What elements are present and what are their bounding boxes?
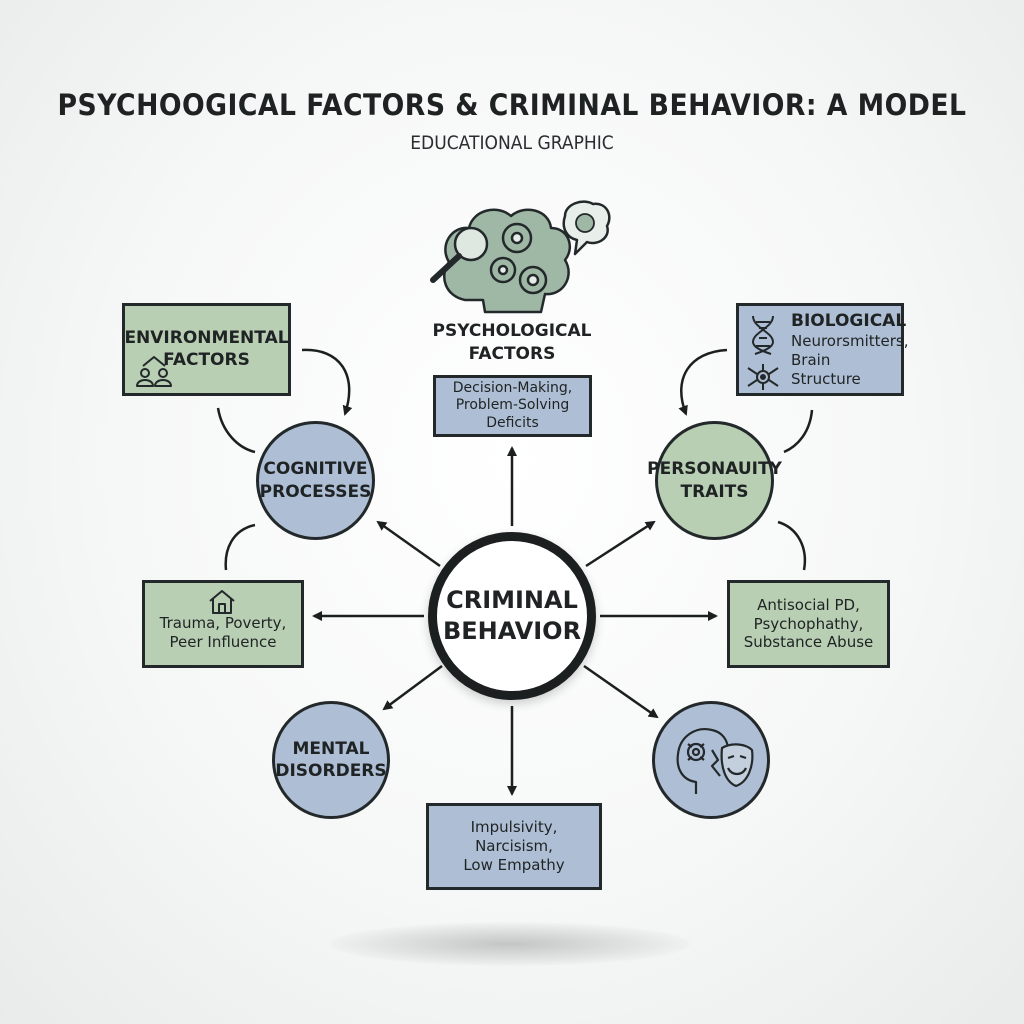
cognitive-line2: PROCESSES [259,481,372,502]
criminal-behavior-center-node: CRIMINAL BEHAVIOR [428,532,596,700]
head-and-theatre-masks-icon [676,728,754,794]
mental-disorders-circle: MENTAL DISORDERS [272,701,390,819]
personality-traits-circle: PERSONAUITY TRAITS [647,421,782,540]
curve-biological-personality [783,409,814,454]
dna-icon [751,315,775,355]
house-icon [209,590,235,614]
neuron-icon [747,364,779,390]
psychological-line1: Decision-Making, [452,379,573,396]
brain-gears-magnifier-icon [430,200,611,314]
ground-shadow [330,922,690,966]
personality-line1: PERSONAUITY [647,459,782,480]
biological-heading: BIOLOGICAL [791,310,907,331]
curve-biological-to-personality [678,348,728,416]
diagram-subtitle: EDUCATIONAL GRAPHIC [410,132,614,154]
arrow-to-personality [585,520,656,568]
curve-environmental-cognitive [216,407,256,454]
biological-line1: Neurorsmitters, [791,332,909,350]
psychological-heading-line1: PSYCHOLOGICAL [432,321,592,341]
diagram-title: PSYCHOOGICAL FACTORS & CRIMINAL BEHAVIOR… [57,88,967,122]
environmental-factors-box: ENVIRONMENTAL FACTORS [122,303,291,396]
psychological-line2: Problem-Solving Deficits [455,397,570,431]
antisocial-line1: Antisocial PD, [757,595,860,614]
arrow-to-cognitive [376,520,441,568]
psychological-heading: PSYCHOLOGICAL FACTORS [412,320,612,366]
antisocial-line2: Psychophathy, [753,614,864,633]
cognitive-line1: COGNITIVE [263,459,368,480]
impulsivity-line3: Low Empathy [463,855,565,874]
antisocial-box: Antisocial PD, Psychophathy, Substance A… [727,580,890,668]
cognitive-processes-circle: COGNITIVE PROCESSES [256,421,375,540]
impulsivity-line2: Narcisism, [475,837,553,856]
antisocial-line3: Substance Abuse [743,633,874,652]
arrow-to-masks [583,664,659,719]
personality-line2: TRAITS [680,481,749,502]
mental-line2: DISORDERS [275,761,387,781]
biological-box: BIOLOGICAL Neurorsmitters, Brain Structu… [736,303,908,396]
biological-line2: Brain Structure [791,350,861,388]
psychological-factors-box: Decision-Making, Problem-Solving Deficit… [433,375,592,437]
center-line2: BEHAVIOR [442,617,582,645]
environmental-line1: ENVIRONMENTAL [124,328,289,349]
center-line1: CRIMINAL [446,585,578,614]
environmental-line2: FACTORS [163,349,250,370]
curve-cognitive-trauma [224,523,256,571]
trauma-line2: Peer Influence [169,633,277,651]
impulsivity-box: Impulsivity, Narcisism, Low Empathy [426,803,602,890]
mental-line1: MENTAL [292,738,370,759]
masks-circle [652,701,770,819]
trauma-poverty-box: Trauma, Poverty, Peer Influence [142,580,304,668]
arrow-to-mental [382,664,443,711]
curve-personality-antisocial [777,520,807,571]
trauma-line1: Trauma, Poverty, [159,614,287,633]
people-house-icon [136,356,172,387]
impulsivity-line1: Impulsivity, [470,818,558,837]
psychological-heading-line2: FACTORS [468,343,556,364]
curve-environmental-to-cognitive [301,348,353,416]
